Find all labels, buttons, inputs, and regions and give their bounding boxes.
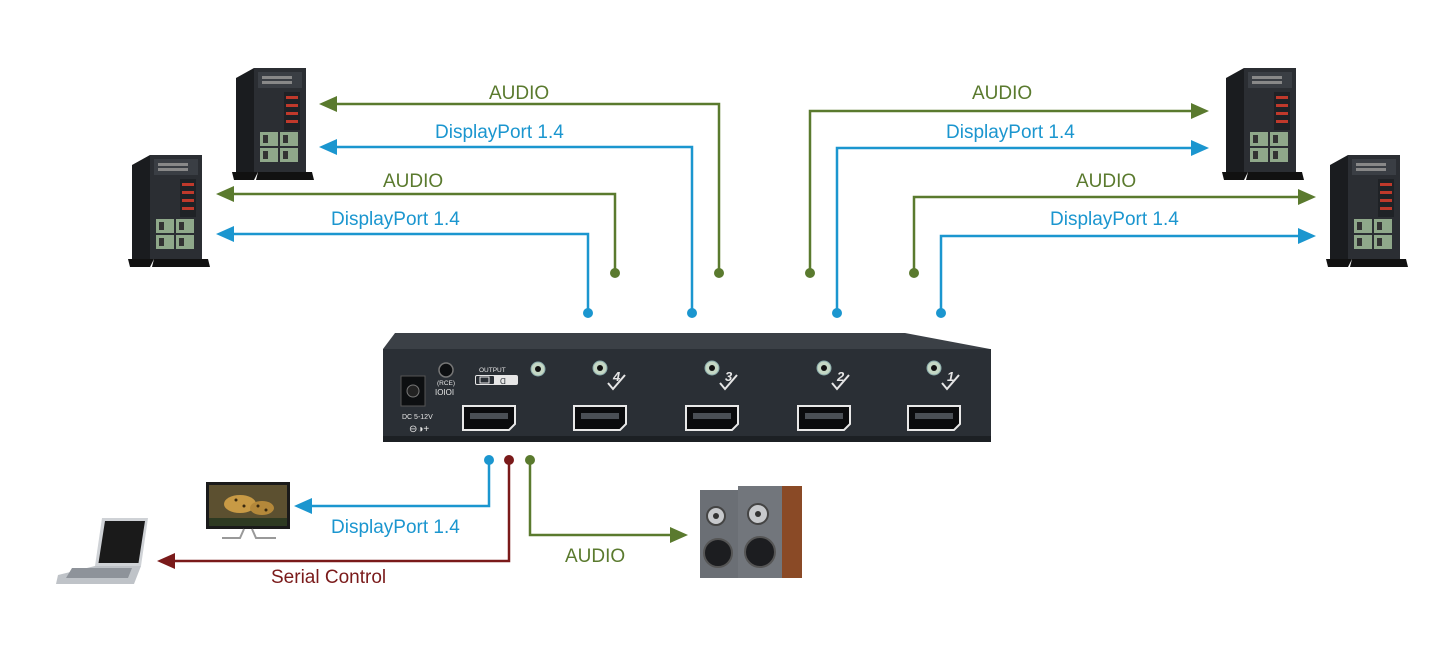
- audio-line-2: [216, 186, 620, 278]
- displayport-line-3: [832, 140, 1209, 318]
- serial-label: (RCE): [437, 380, 455, 387]
- port-number-4: 4: [612, 369, 621, 384]
- laptop-icon: [56, 518, 148, 584]
- input-port-4: 4: [573, 360, 627, 431]
- port-number-1: 1: [947, 369, 954, 384]
- audio-label-3: AUDIO: [972, 83, 1032, 104]
- displayport-output-label: DisplayPort 1.4: [331, 517, 460, 538]
- computer-mid-left: [128, 155, 210, 267]
- audio-label-4: AUDIO: [1076, 171, 1136, 192]
- power-jack: DC 5-12V ⊖◑+: [400, 375, 433, 435]
- switch-device: DC 5-12V ⊖◑+ (RCE) IOIOI OUTPUT Ɑ: [383, 333, 991, 442]
- output-label: OUTPUT: [479, 367, 506, 374]
- audio-line-3: [805, 103, 1209, 278]
- serial-control-line: [157, 455, 514, 569]
- audio-output-line: [525, 455, 688, 543]
- check-icon: [941, 374, 960, 391]
- computer-mid-right: [1326, 155, 1408, 267]
- check-icon: [607, 374, 626, 391]
- displayport-output-line: [294, 455, 494, 514]
- displayport-line-1: [319, 139, 697, 318]
- serial-control-label: Serial Control: [271, 567, 386, 588]
- serial-port: (RCE) IOIOI: [435, 362, 455, 397]
- port-number-3: 3: [725, 369, 733, 384]
- audio-line-4: [909, 189, 1316, 278]
- check-icon: [719, 374, 738, 391]
- power-label: DC 5-12V: [402, 414, 433, 421]
- tower-pc-icon: [128, 155, 210, 267]
- audio-label-2: AUDIO: [383, 171, 443, 192]
- port-number-2: 2: [836, 369, 845, 384]
- svg-text:⊖◑+: ⊖◑+: [409, 424, 429, 435]
- audio-output-label: AUDIO: [565, 546, 625, 567]
- tower-pc-icon: [232, 68, 314, 180]
- displayport-line-4: [936, 228, 1316, 318]
- input-port-1: 1: [907, 360, 961, 431]
- computer-top-left: [232, 68, 314, 180]
- displayport-label-1: DisplayPort 1.4: [435, 122, 564, 143]
- displayport-label-2: DisplayPort 1.4: [331, 209, 460, 230]
- displayport-label-3: DisplayPort 1.4: [946, 122, 1075, 143]
- output-badge: OUTPUT Ɑ: [475, 367, 518, 386]
- input-port-3: 3: [685, 360, 739, 431]
- audio-line-1: [319, 96, 724, 278]
- tower-pc-icon: [1222, 68, 1304, 180]
- computer-top-right: [1222, 68, 1304, 180]
- svg-text:Ɑ: Ɑ: [500, 377, 506, 386]
- check-icon: [831, 374, 850, 391]
- tower-pc-icon: [1326, 155, 1408, 267]
- audio-label-1: AUDIO: [489, 83, 549, 104]
- input-port-2: 2: [797, 360, 851, 431]
- displayport-label-4: DisplayPort 1.4: [1050, 209, 1179, 230]
- displayport-line-2: [216, 226, 593, 318]
- serial-glyph: IOIOI: [435, 388, 454, 397]
- displayport-output-port: [462, 405, 516, 431]
- speaker-icon: [700, 486, 802, 578]
- monitor-icon: [206, 482, 290, 539]
